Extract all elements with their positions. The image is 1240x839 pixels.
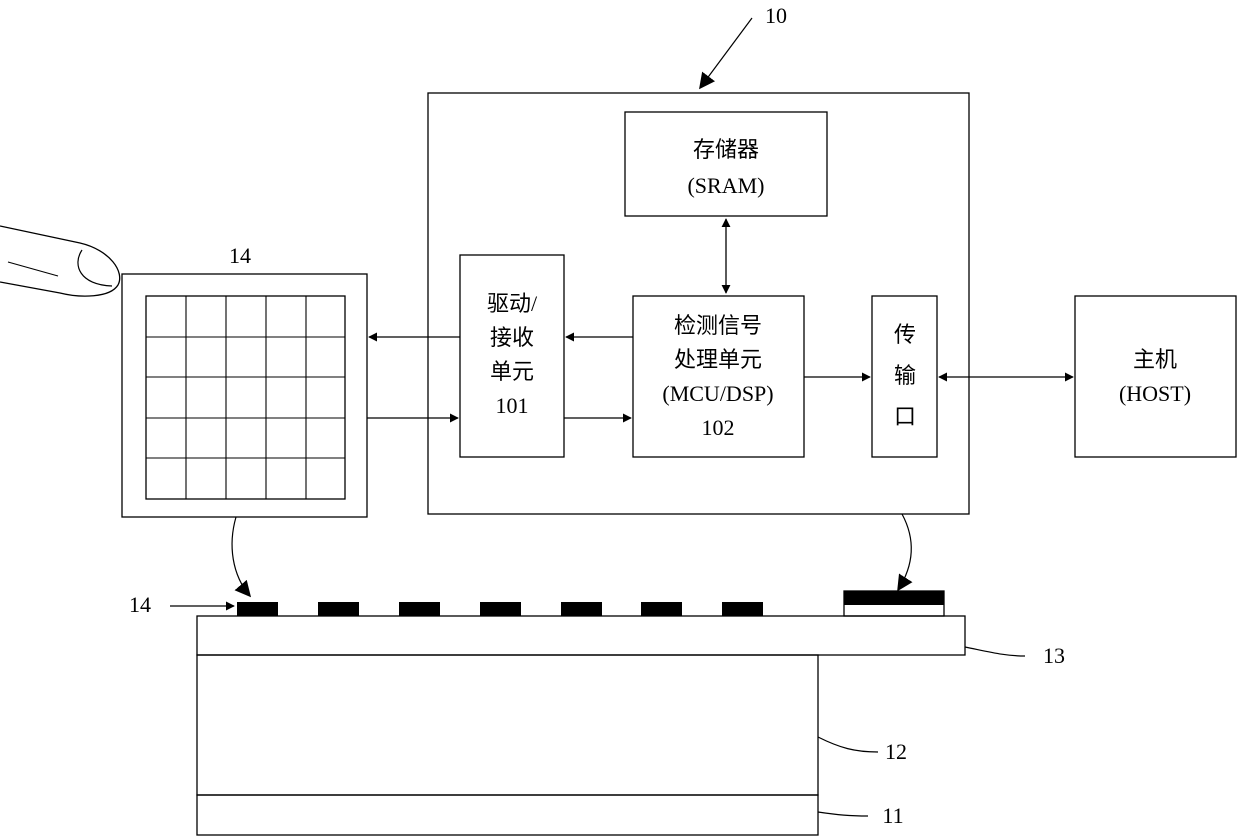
layer-11 [197, 795, 818, 835]
electrode [722, 602, 763, 616]
touch-sensor-grid [122, 274, 367, 517]
memory-code: (SRAM) [687, 173, 764, 198]
electrode [237, 602, 278, 616]
device-label: 10 [765, 3, 787, 28]
memory-block [625, 112, 827, 216]
electrode [399, 602, 440, 616]
port-line2: 输 [894, 363, 916, 388]
memory-name: 存储器 [693, 137, 759, 162]
layer-11-label: 11 [882, 803, 903, 828]
driver-line3: 单元 [490, 359, 534, 384]
layer-12-label: 12 [885, 739, 907, 764]
sensor-mapping-arrow [232, 517, 250, 596]
layer-12-leader [818, 737, 878, 752]
processor-number: 102 [702, 415, 735, 440]
layer-12 [197, 655, 818, 795]
controller-mapping-arrow [898, 514, 911, 590]
device-pointer-arrow [700, 18, 752, 88]
controller-chip [844, 591, 944, 616]
electrode [561, 602, 602, 616]
layer-13-label: 13 [1043, 643, 1065, 668]
layer-13 [197, 616, 965, 655]
processor-line1: 检测信号 [674, 313, 762, 338]
driver-block [460, 255, 564, 457]
sensor-top-label: 14 [229, 243, 251, 268]
host-block [1075, 296, 1236, 457]
layer-13-leader [965, 647, 1025, 656]
finger-icon [0, 226, 120, 296]
processor-line3: (MCU/DSP) [662, 381, 773, 406]
electrode [318, 602, 359, 616]
layer-11-leader [818, 812, 868, 816]
port-line3: 口 [894, 404, 916, 429]
driver-number: 101 [496, 393, 529, 418]
electrode [641, 602, 682, 616]
sensor-side-label: 14 [129, 592, 151, 617]
electrode [480, 602, 521, 616]
driver-line2: 接收 [490, 325, 534, 350]
port-line1: 传 [894, 322, 916, 347]
host-name: 主机 [1133, 347, 1177, 372]
driver-line1: 驱动/ [487, 291, 538, 316]
electrode-row [237, 602, 763, 616]
host-code: (HOST) [1119, 381, 1191, 406]
processor-line2: 处理单元 [674, 347, 762, 372]
